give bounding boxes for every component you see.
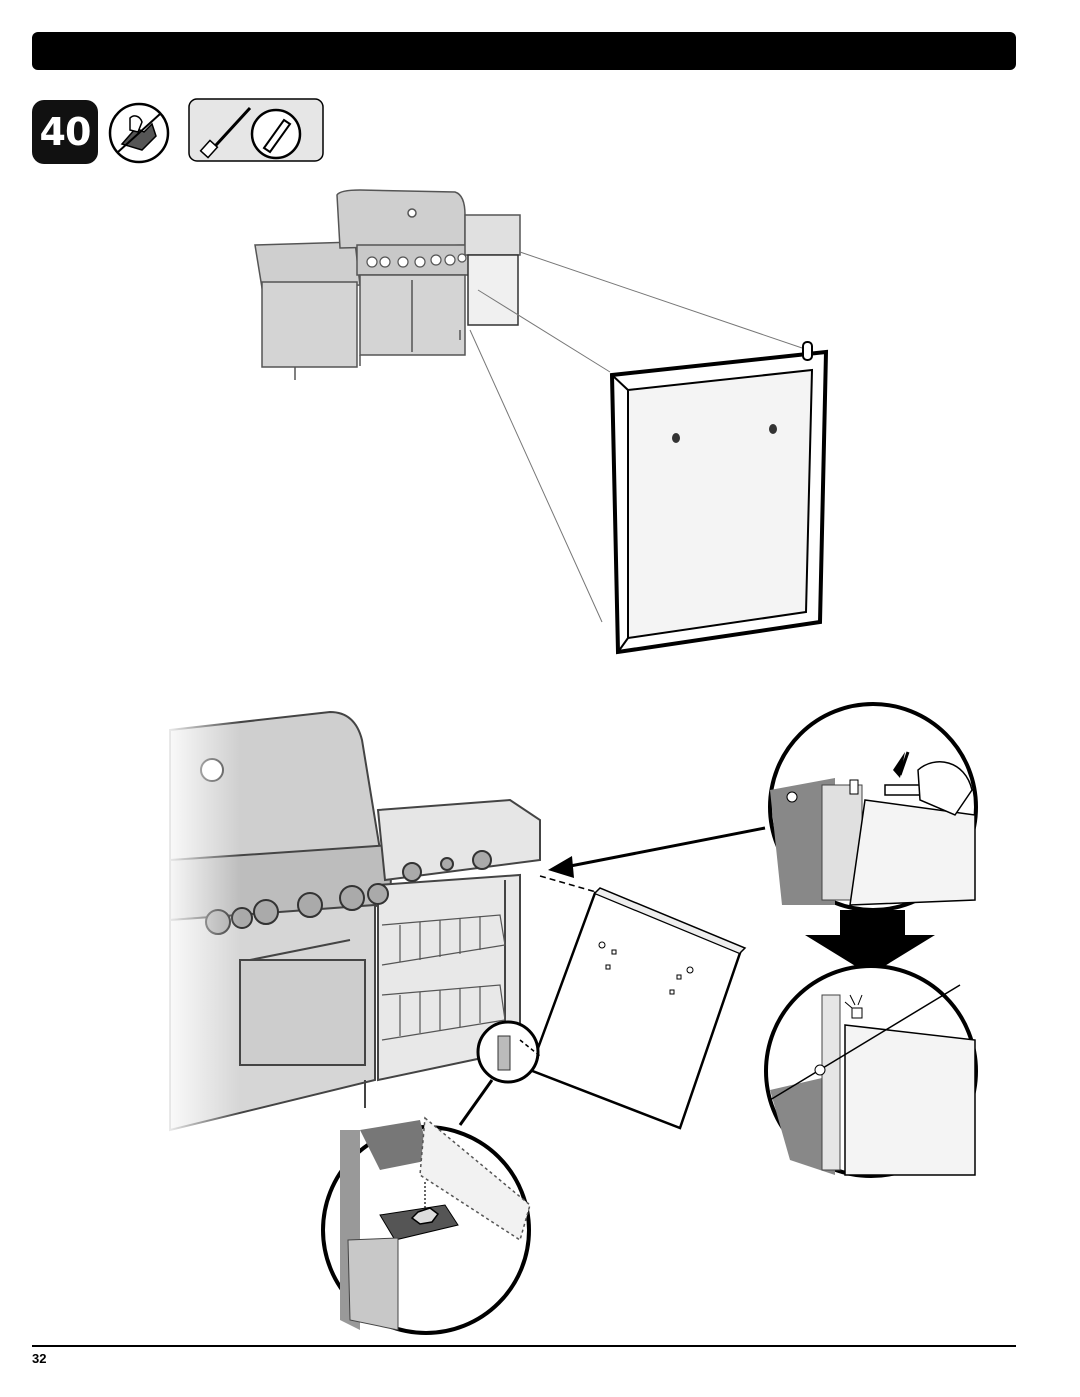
screwdriver-flathead-icon [188,98,324,162]
bottom-right-detail-circle [764,964,978,1178]
install-arrow [539,826,766,893]
cabinet-racks [381,914,506,1041]
bottom-detail-circle [321,1116,531,1335]
step-number-badge: 40 [32,100,98,164]
door-panel-small [528,887,747,1130]
page-number: 32 [32,1351,47,1366]
top-right-detail-circle [768,702,978,912]
grill-knobs [366,253,467,268]
big-down-arrow [805,910,935,975]
gloved-hands-icon [108,102,170,164]
callout-lines [469,251,809,623]
detail-leader [458,1020,541,1126]
footer-rule [32,1345,1016,1347]
side-panel-large [609,341,829,655]
grill-overview [254,189,521,380]
header-bar [32,32,1016,70]
